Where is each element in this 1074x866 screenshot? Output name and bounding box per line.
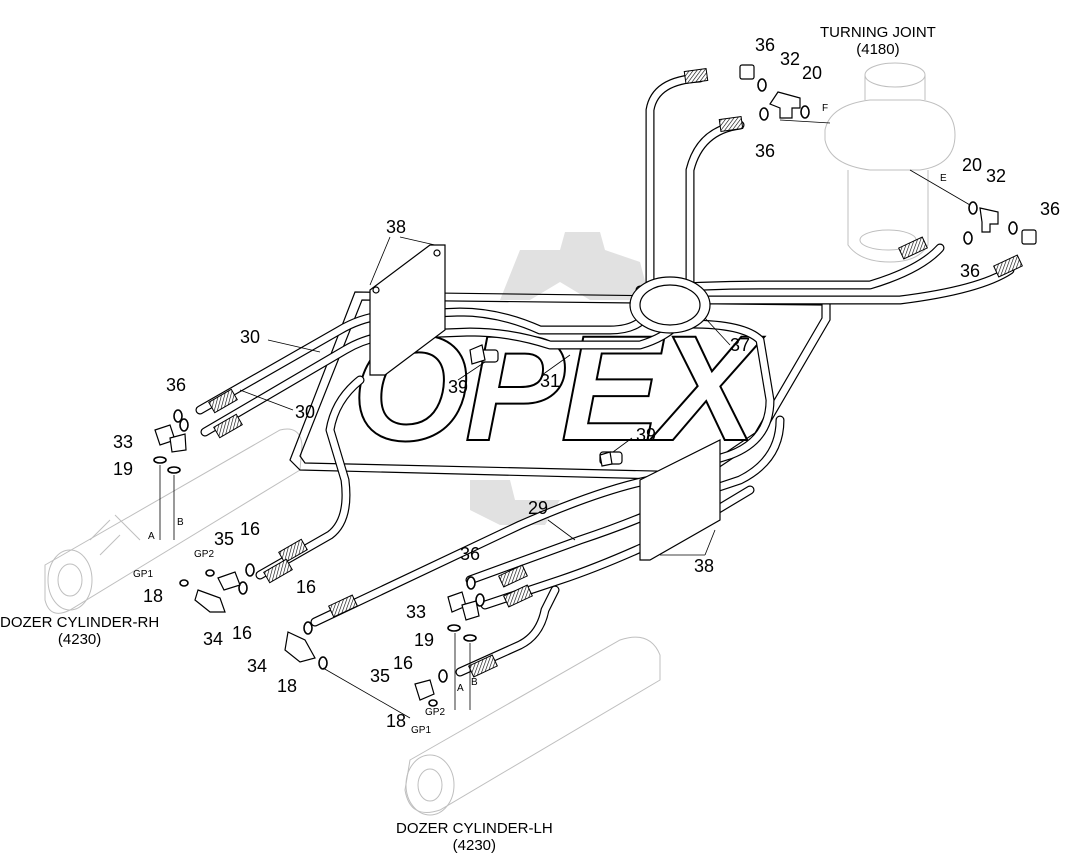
callout: 35: [214, 529, 235, 549]
port-label: B: [471, 677, 478, 688]
callout: 18: [386, 711, 407, 731]
bracket-38-bottom: [639, 439, 721, 561]
callout: 20: [802, 63, 823, 83]
port-label: GP1: [133, 569, 154, 580]
callout: 18: [143, 586, 164, 606]
port-label: GP2: [425, 707, 446, 718]
callout: 36: [1040, 199, 1061, 219]
callout: 32: [780, 49, 801, 69]
callout: 36: [755, 35, 776, 55]
callout: 29: [528, 498, 549, 518]
port-label: GP2: [194, 549, 215, 560]
callout: 35: [370, 666, 391, 686]
callout: 36: [460, 544, 481, 564]
callout: 39: [636, 425, 657, 445]
port-label: A: [148, 531, 155, 542]
callout: 19: [414, 630, 435, 650]
fittings: [154, 64, 1037, 701]
turning-joint-title: TURNING JOINT (4180): [820, 24, 936, 59]
port-label: E: [940, 173, 947, 184]
callout: 30: [295, 402, 316, 422]
bracket-38-top: [369, 244, 446, 376]
callout: 20: [962, 155, 983, 175]
callout: 34: [247, 656, 268, 676]
port-label: A: [457, 683, 464, 694]
callout: 19: [113, 459, 134, 479]
port-label: GP1: [411, 725, 432, 736]
dozer-cylinder-rh-outline: [44, 428, 303, 614]
callout: 34: [203, 629, 224, 649]
callout: 31: [540, 371, 561, 391]
callout: 36: [755, 141, 776, 161]
callout: 38: [694, 556, 715, 576]
callout: 16: [232, 623, 253, 643]
callout: 33: [406, 602, 427, 622]
callout: 36: [166, 375, 187, 395]
leader-lines: [159, 119, 971, 719]
dozer-cylinder-lh-outline: [404, 636, 661, 816]
turning-joint-outline: [824, 62, 956, 263]
callout: 16: [296, 577, 317, 597]
dozer-cylinder-rh-title: DOZER CYLINDER-RH (4230): [0, 614, 160, 649]
callout: 39: [448, 377, 469, 397]
callout: 16: [240, 519, 261, 539]
port-label: F: [822, 103, 829, 114]
callout: 30: [240, 327, 261, 347]
callout: 32: [986, 166, 1007, 186]
port-label: B: [177, 517, 184, 528]
bolt-39: [469, 344, 613, 467]
o-rings: [153, 78, 1018, 707]
callout: 18: [277, 676, 298, 696]
hose-end-fittings: [208, 67, 1023, 678]
clamp-37: [629, 276, 711, 334]
dozer-cylinder-lh-title: DOZER CYLINDER-LH (4230): [396, 820, 553, 855]
callout: 38: [386, 217, 407, 237]
callout: 36: [960, 261, 981, 281]
callout: 16: [393, 653, 414, 673]
callout: 33: [113, 432, 134, 452]
callout: 37: [730, 335, 751, 355]
